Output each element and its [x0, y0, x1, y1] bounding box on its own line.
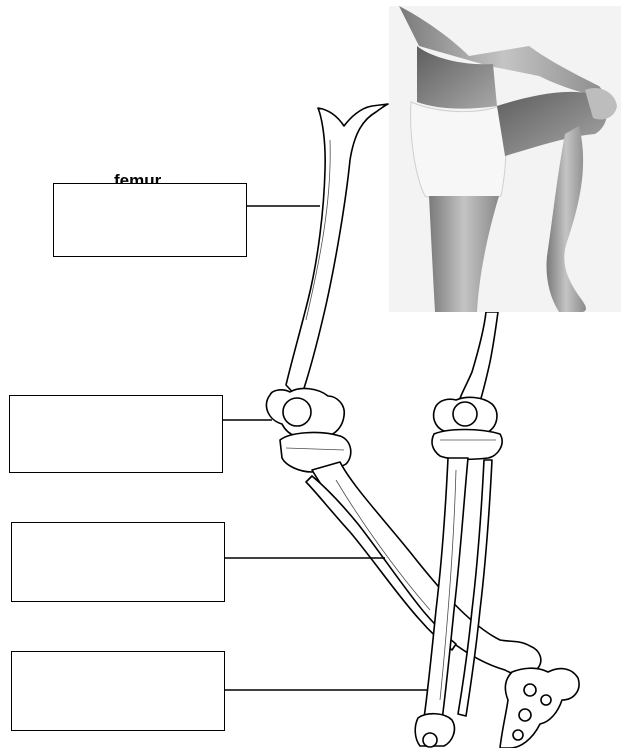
answer-box-4[interactable] [11, 651, 225, 731]
tibia-head-straight [432, 430, 502, 460]
leg-stretch-photo [389, 6, 621, 312]
shorts [411, 102, 506, 201]
answer-box-1[interactable] [53, 183, 247, 257]
tibia-bone [312, 462, 541, 674]
femur-bone-straight [458, 312, 498, 408]
answer-box-2[interactable] [9, 395, 223, 473]
femur-bone [286, 104, 388, 400]
patella-bone [283, 398, 311, 426]
foot-bones [500, 668, 579, 748]
answer-box-3[interactable] [11, 522, 225, 602]
fibula-bone [306, 476, 456, 650]
